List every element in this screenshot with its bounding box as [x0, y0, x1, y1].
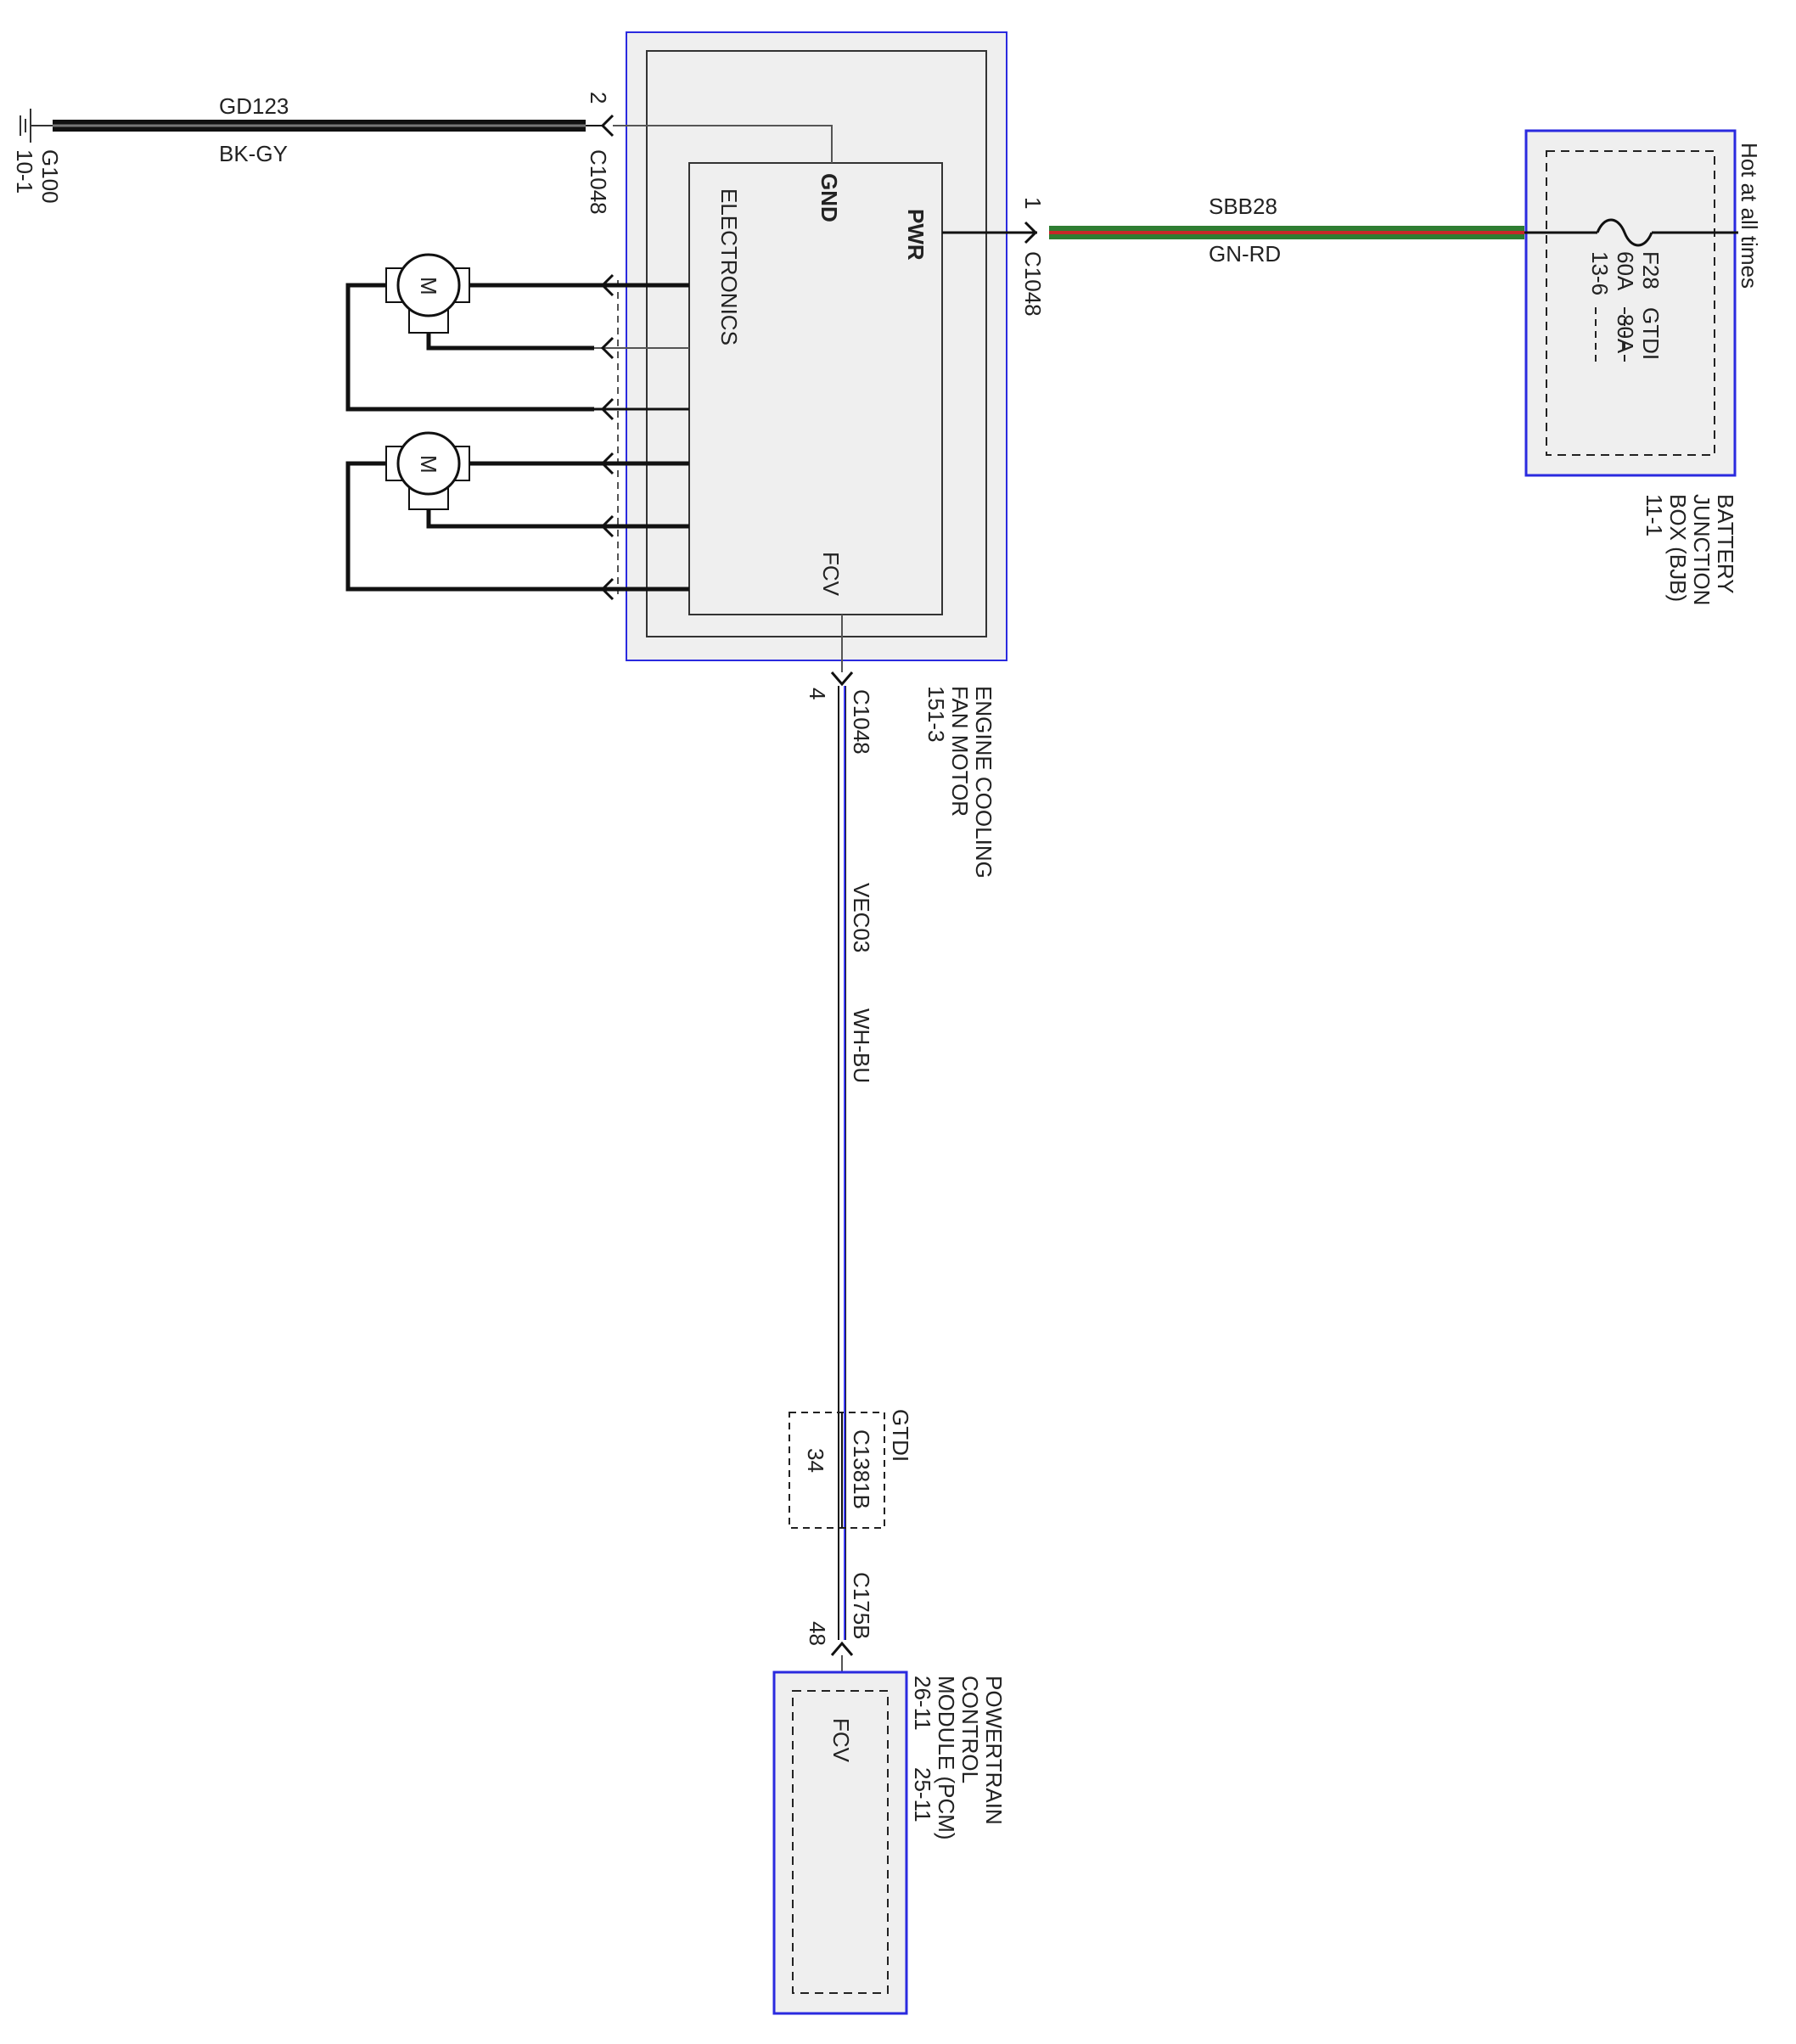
connector-pcm-name: C175B	[849, 1572, 874, 1640]
fuse-ref: 13-6	[1587, 251, 1613, 295]
connector-c1048-pin1-icon	[1024, 221, 1038, 244]
inline-connector-pin: 34	[803, 1448, 828, 1473]
wire-gd123-color: BK-GY	[219, 141, 288, 166]
pcm-ref-2: 25-11	[910, 1767, 935, 1822]
fuse-rating: 60A	[1613, 251, 1638, 291]
pcm-pin-fcv: FCV	[828, 1718, 854, 1763]
wire-vec03-color: WH-BU	[849, 1008, 874, 1083]
bjb-hot-label: Hot at all times	[1737, 143, 1762, 289]
connector-power-pin: 1	[1020, 197, 1046, 209]
fan-module-title-2: FAN MOTOR	[947, 686, 973, 817]
bjb-box[interactable]	[1524, 129, 1737, 477]
motor-2-label: M	[416, 455, 441, 474]
connector-c1048-pin2-icon	[600, 114, 615, 138]
inline-connector-tag: GTDI	[888, 1409, 913, 1462]
connector-fcv-name: C1048	[849, 689, 874, 755]
pcm-box[interactable]	[772, 1671, 908, 2015]
ground-ref: 10-1	[12, 149, 37, 194]
ground-name: G100	[37, 149, 63, 204]
connector-ground-name: C1048	[586, 149, 611, 215]
wire-sbb28-color: GN-RD	[1209, 241, 1281, 267]
motor-1-icon[interactable]	[385, 253, 470, 334]
motor-1-label: M	[416, 277, 441, 295]
bjb-alt-bracket	[1595, 307, 1625, 365]
connector-pcm-pin: 48	[805, 1621, 830, 1646]
fuse-f28-icon[interactable]	[1596, 218, 1653, 247]
connector-c1048-pin4-icon	[830, 671, 854, 687]
bjb-ref: 11-1	[1642, 494, 1667, 536]
connector-ground-pin: 2	[586, 92, 611, 104]
bjb-alt-tag: GTDI	[1638, 307, 1664, 360]
pcm-title-1: POWERTRAIN	[981, 1676, 1007, 1825]
fuse-name: F28	[1638, 251, 1664, 289]
bjb-title-3: BOX (BJB)	[1665, 494, 1691, 602]
bjb-title-2: JUNCTION	[1689, 494, 1715, 605]
motor-2-icon[interactable]	[385, 431, 470, 510]
connector-c175b-pin48-icon	[830, 1641, 854, 1656]
gnd-internal-wire	[613, 125, 833, 163]
electronics-label: ELECTRONICS	[716, 188, 742, 345]
pcm-title-3: MODULE (PCM)	[934, 1676, 959, 1840]
inline-connector-name: C1381B	[849, 1429, 874, 1509]
fan-module-title-1: ENGINE COOLING	[971, 686, 996, 879]
inline-connector-c1381b[interactable]	[789, 1412, 885, 1529]
bjb-title-1: BATTERY	[1713, 494, 1738, 594]
motor-wiring	[345, 273, 689, 601]
connector-power-name: C1048	[1020, 251, 1046, 317]
pin-gnd-label: GND	[817, 173, 842, 222]
fan-module-ref: 151-3	[923, 686, 949, 743]
wire-vec03-circuit: VEC03	[849, 883, 874, 952]
wire-gd123-circuit: GD123	[219, 93, 289, 119]
pin-fcv-label: FCV	[818, 552, 844, 597]
wire-sbb28-circuit: SBB28	[1209, 194, 1277, 219]
fan-module-box[interactable]	[626, 31, 1007, 661]
pcm-title-2: CONTROL	[957, 1676, 983, 1783]
ground-symbol-icon	[20, 109, 53, 143]
pcm-ref-1: 26-11	[910, 1676, 935, 1731]
pin-pwr-label: PWR	[903, 209, 929, 261]
connector-fcv-pin: 4	[805, 688, 830, 699]
